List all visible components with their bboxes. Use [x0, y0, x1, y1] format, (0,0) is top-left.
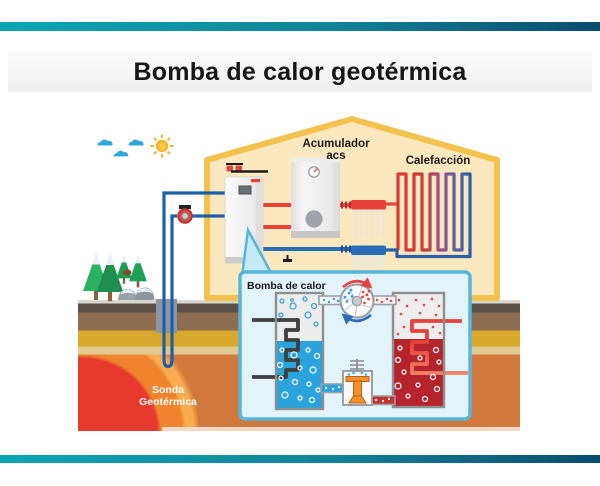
cloud-icon — [113, 150, 129, 157]
rotation-arrow-cold — [341, 313, 372, 325]
page-title: Bomba de calor geotérmica — [133, 57, 467, 86]
probe-label-line1: Sonda — [152, 384, 184, 396]
vapor-bubbles — [278, 296, 319, 327]
cloud-icon — [128, 139, 144, 146]
clouds — [97, 139, 144, 157]
accumulator-tank — [291, 158, 340, 238]
compressor — [339, 277, 375, 325]
bush — [122, 269, 132, 276]
inset-label: Bomba de calor — [247, 280, 326, 292]
valve-icon — [235, 165, 242, 172]
condensing-droplets — [396, 297, 442, 336]
rotation-arrow-hot — [342, 277, 373, 289]
top-accent-bar — [0, 22, 600, 31]
heating-label: Calefacción — [406, 155, 471, 167]
vapor-pipes — [318, 295, 397, 306]
evaporator-tank — [252, 291, 325, 411]
sun-icon — [150, 134, 174, 158]
circulation-pump — [177, 205, 193, 224]
liquid-bubbles — [276, 347, 321, 404]
ground-loop-pipe — [162, 191, 225, 369]
hot-water-pipes — [263, 201, 352, 229]
valve-icon — [226, 165, 233, 172]
rocks — [118, 287, 155, 300]
valve-spring-icon — [350, 359, 364, 371]
hot-liquid-bubbles — [394, 345, 442, 403]
borehole-probe — [156, 191, 225, 369]
probe-label-line2: Geotérmica — [139, 396, 197, 408]
condenser-tank — [391, 291, 468, 409]
supply-manifold-red — [351, 200, 386, 237]
cold-water-pipes — [263, 245, 352, 253]
accumulator-label-line1: Acumulador — [302, 138, 370, 150]
accumulator-label-line2: acs — [326, 150, 345, 162]
evaporator-coil — [252, 318, 300, 379]
condenser-coil — [410, 319, 468, 375]
trees — [83, 254, 147, 302]
expansion-valve — [320, 359, 396, 406]
tank-port — [305, 210, 323, 228]
title-bar: Bomba de calor geotérmica — [8, 52, 592, 92]
drain-valve-icon — [283, 255, 292, 262]
borehole-sleeve — [156, 299, 177, 333]
cloud-icon — [97, 139, 113, 146]
bottom-accent-bar — [0, 455, 600, 463]
control-display — [238, 185, 252, 195]
return-manifold-blue — [351, 245, 386, 267]
heating-coil — [384, 172, 472, 259]
